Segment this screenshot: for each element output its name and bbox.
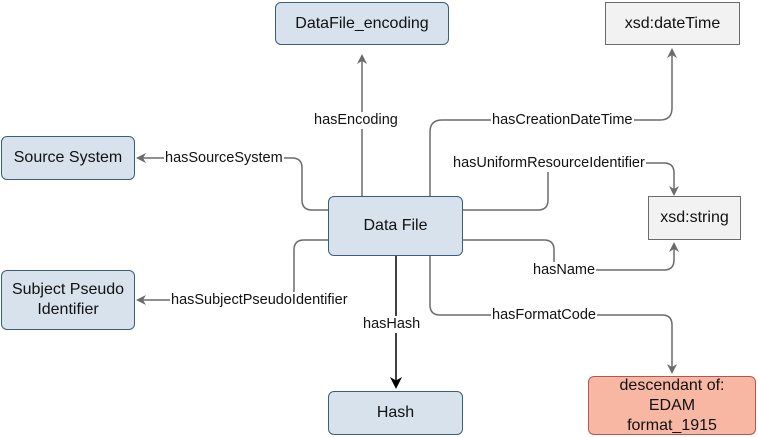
node-xsd-datetime[interactable]: xsd:dateTime (605, 2, 740, 45)
edge-has-subject-pseudo-identifier (136, 239, 328, 305)
edge-label-has-source-system: hasSourceSystem (164, 150, 284, 167)
node-label: descendant of: EDAM format_1915 (619, 376, 725, 434)
edge-label-has-encoding: hasEncoding (313, 112, 399, 129)
node-label: Source System (13, 149, 123, 166)
edge-label-has-name: hasName (532, 262, 597, 279)
node-data-file[interactable]: Data File (328, 196, 463, 256)
node-source-system[interactable]: Source System (1, 136, 135, 180)
node-label: xsd:dateTime (624, 14, 721, 32)
node-subject-pseudo-identifier[interactable]: Subject Pseudo Identifier (1, 270, 135, 330)
node-edam-format[interactable]: descendant of: EDAM format_1915 (588, 376, 756, 435)
edge-has-source-system (136, 153, 328, 211)
node-label: xsd:string (660, 209, 729, 226)
node-datafile-encoding[interactable]: DataFile_encoding (275, 2, 449, 45)
edge-label-has-subject-pseudo-identifier: hasSubjectPseudoIdentifier (170, 292, 349, 309)
node-label: DataFile_encoding (295, 14, 429, 32)
edge-label-has-uniform-resource-identifier: hasUniformResourceIdentifier (452, 155, 646, 172)
node-xsd-string[interactable]: xsd:string (648, 196, 741, 240)
edge-label-has-format-code: hasFormatCode (491, 307, 597, 324)
node-label: Data File (363, 217, 428, 234)
node-label: Hash (376, 404, 415, 421)
node-hash[interactable]: Hash (328, 391, 463, 435)
node-label: Subject Pseudo Identifier (11, 281, 125, 318)
edge-label-has-creation-datetime: hasCreationDateTime (491, 112, 634, 129)
edge-label-has-hash: hasHash (362, 316, 422, 333)
